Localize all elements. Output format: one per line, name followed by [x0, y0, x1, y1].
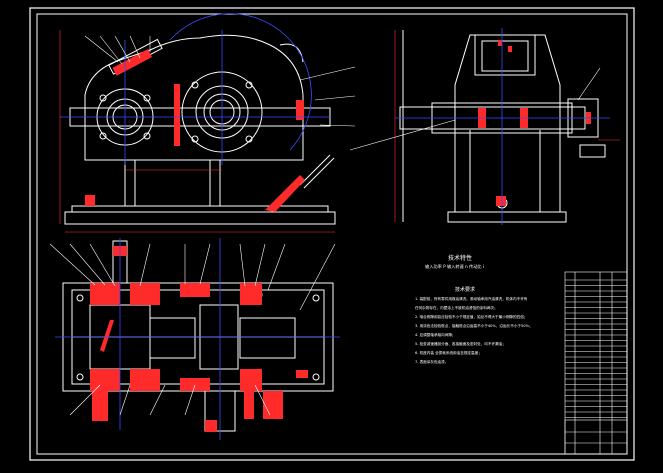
side-centerlines	[395, 28, 610, 225]
side-view	[399, 30, 606, 223]
sheet-inner-border	[36, 13, 628, 455]
tech-req-line: 5. 检查减速器剖分面、各接触面及密封处，均不许漏油；	[415, 341, 506, 346]
front-view	[64, 34, 336, 225]
tech-params-title: 技术特性	[448, 254, 472, 262]
top-leaders	[49, 243, 336, 416]
tech-req-line: 4. 应调整轴承轴向间隙；	[415, 332, 456, 337]
front-leaders	[84, 35, 356, 127]
tech-req-line: 3. 用涂色法检验斑点，接触斑点沿齿高不小于40%，沿齿长不小于50%；	[415, 323, 533, 328]
tech-params-line: 输入功率 P 输入转速 n 传动比 i	[425, 263, 484, 270]
tech-req-lines: 1. 装配前，所有零件用煤油清洗，滚动轴承用汽油清洗，机体内不许有 任何杂物存在…	[415, 296, 533, 364]
tech-req-line: 1. 装配前，所有零件用煤油清洗，滚动轴承用汽油清洗，机体内不许有	[415, 296, 528, 301]
tech-req-line: 任何杂物存在，内壁涂上不被机油浸蚀的涂料两次；	[415, 305, 498, 310]
housing-outline	[84, 34, 304, 161]
front-centerlines	[60, 13, 330, 165]
tech-req-line: 2. 啮合侧隙用铅丝检验不小于规定值，铅丝不得大于最小侧隙的四倍；	[415, 314, 527, 319]
tech-req-line: 6. 机座内装 全损耗系统用油至规定高度；	[415, 350, 482, 355]
sheet-outer-border	[29, 7, 635, 461]
top-centerlines	[55, 238, 340, 440]
side-dimensions	[394, 30, 620, 222]
base-plate	[64, 211, 336, 225]
side-leaders	[349, 67, 601, 151]
front-view-sections	[85, 49, 305, 212]
tech-req-line: 7. 表面涂灰色油漆。	[415, 359, 448, 364]
technical-notes: 技术特性 输入功率 P 输入转速 n 传动比 i 技术要求 1. 装配前，所有零…	[415, 254, 533, 364]
front-dimensions	[59, 30, 335, 233]
base-flange	[71, 205, 329, 213]
top-section-red	[90, 246, 308, 432]
parts-list	[564, 271, 628, 455]
tech-req-title: 技术要求	[455, 286, 475, 293]
